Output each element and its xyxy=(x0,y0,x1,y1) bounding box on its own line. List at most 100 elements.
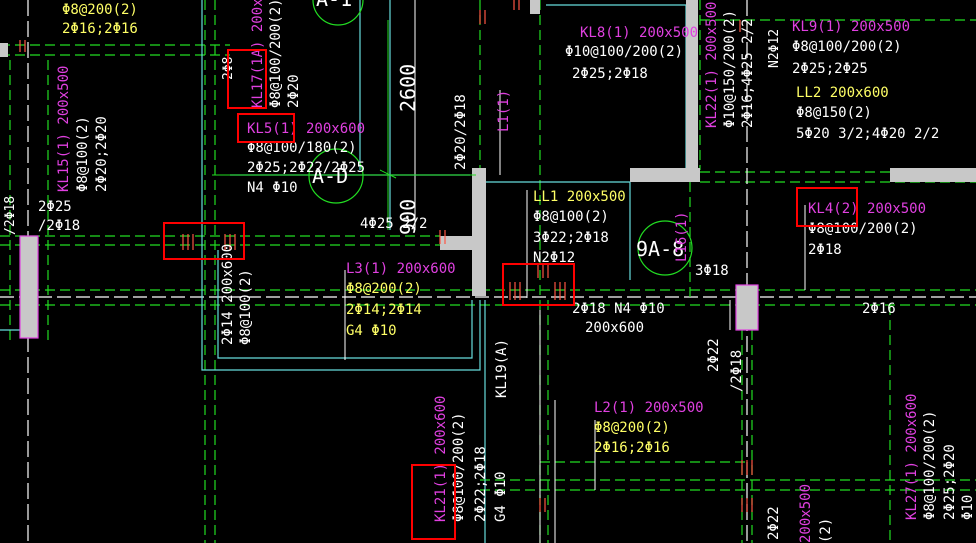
label-l16-vert: L16(1) xyxy=(674,211,690,262)
label-kl21-rebar: 2Φ22;2Φ18 xyxy=(473,446,489,522)
label-kl15-stirrup: Φ8@100(2) xyxy=(75,116,91,192)
highlight-boxes xyxy=(163,49,858,540)
highlight-box-rebar-left xyxy=(163,222,245,260)
axis-bubble-ad xyxy=(308,148,364,204)
label-kl9-stirrup: Φ8@100/200(2) xyxy=(792,39,902,55)
label-kl21-waist: G4 Φ10 xyxy=(493,471,509,522)
label-left-2phi25: 2Φ25 xyxy=(38,199,72,215)
label-kl15-title: KL15(1) 200x500 xyxy=(56,66,72,192)
label-kl5-waist: N4 Φ10 xyxy=(247,180,298,196)
label-l1-title: L1(1) xyxy=(496,90,512,132)
wall xyxy=(530,0,540,14)
label-vert-2phi18-a: /2Φ18 xyxy=(729,350,745,392)
axis-label-9a8: 9A-8 xyxy=(636,237,684,261)
label-vert-200x500: 200x500 xyxy=(798,484,814,543)
label-top-left-2: 2Φ16;2Φ16 xyxy=(62,21,138,37)
label-kl22-title: KL22(1) 200x500 xyxy=(704,2,720,128)
label-kl27-title: KL27(1) 200x600 xyxy=(904,394,920,520)
wall xyxy=(890,168,976,182)
column-outline xyxy=(19,235,39,339)
highlight-box-rebar-mid xyxy=(502,263,575,306)
label-l3-rebar: 2Φ14;2Φ14 xyxy=(346,302,422,318)
slab-edge xyxy=(201,0,481,371)
label-l3-title: L3(1) 200x600 xyxy=(346,261,456,277)
label-left-2phi18: /2Φ18 xyxy=(38,218,80,234)
column xyxy=(20,236,38,338)
label-kl5-stirrup: Φ8@100/180(2) xyxy=(247,140,357,156)
dim-900: 900 xyxy=(396,199,420,235)
label-ll1-rebar: 3Φ22;2Φ18 xyxy=(533,230,609,246)
label-kl4-title: KL4(2) 200x500 xyxy=(808,201,926,217)
highlight-box-kl21 xyxy=(411,464,456,540)
dimension-2600 xyxy=(379,20,397,230)
label-top-left-1: Φ8@200(2) xyxy=(62,2,138,18)
label-3phi18: 3Φ18 xyxy=(695,263,729,279)
column xyxy=(440,236,476,250)
label-2phi20-vert: 2Φ20/2Φ18 xyxy=(453,94,469,170)
highlight-box-kl17 xyxy=(227,49,267,109)
label-2phi16: 2Φ16 xyxy=(862,301,896,317)
column-outline xyxy=(735,284,759,331)
label-left-vert-stirrup: Φ8@100(2) xyxy=(238,269,254,345)
label-kl22-rebar: 2Φ16;4Φ25 2/2 xyxy=(740,18,756,128)
label-kl15-rebar: 2Φ20;2Φ20 xyxy=(94,116,110,192)
rebar-ticks xyxy=(19,0,753,512)
label-kl9-rebar: 2Φ25;2Φ25 xyxy=(792,61,868,77)
label-kl8-rebar: 2Φ25;2Φ18 xyxy=(572,66,648,82)
label-l2-title: L2(1) 200x500 xyxy=(594,400,704,416)
dim-2600: 2600 xyxy=(396,64,420,112)
label-ll2-stirrup: Φ8@150(2) xyxy=(796,105,872,121)
label-4phi25: 4Φ25 2/2 xyxy=(360,216,427,232)
label-kl17-stirrup: Φ8@100/200(2) xyxy=(268,0,284,108)
label-kl5-rebar: 2Φ25;2Φ22/2Φ25 xyxy=(247,160,365,176)
label-vert-2phi22-a: 2Φ22 xyxy=(706,338,722,372)
label-kl17-rebar: 2Φ20 xyxy=(286,74,302,108)
label-kl8-stirrup: Φ10@100/200(2) xyxy=(565,44,683,60)
label-kl19-vert: KL19(A) xyxy=(494,339,510,398)
wall xyxy=(630,168,700,182)
label-ll2-title: LL2 200x600 xyxy=(796,85,889,101)
axis-circles xyxy=(308,0,693,276)
label-left-vert-2phi18: /2Φ18 xyxy=(3,196,18,235)
leader-lines xyxy=(344,90,806,490)
label-kl27-rebar: 2Φ25;2Φ20 xyxy=(942,444,958,520)
label-kl8-title: KL8(1) 200x500 xyxy=(580,25,698,41)
label-kl9-title: KL9(1) 200x500 xyxy=(792,19,910,35)
axis-label-a1: A-1 xyxy=(316,0,352,11)
label-ll2-rebar: 5Φ20 3/2;4Φ20 2/2 xyxy=(796,126,939,142)
column xyxy=(472,168,486,296)
label-2phi18-n4: 2Φ18 N4 Φ10 xyxy=(572,301,665,317)
column xyxy=(736,285,758,330)
label-ll1-waist: N2Φ12 xyxy=(533,250,575,266)
highlight-box-kl5 xyxy=(237,113,295,143)
columns xyxy=(0,0,976,338)
label-200x600: 200x600 xyxy=(585,320,644,336)
label-ll1-title: LL1 200x500 xyxy=(533,189,626,205)
column-outlines xyxy=(19,235,759,339)
label-kl5-title: KL5(1) 200x600 xyxy=(247,121,365,137)
label-left-vert-200x600: 2Φ14 200x600 xyxy=(220,244,236,345)
label-kl17-title: KL17(1A) 200x50 xyxy=(250,0,266,108)
label-kl21-title: KL21(1) 200x600 xyxy=(433,396,449,522)
axis-label-ad: A-D xyxy=(312,164,348,188)
label-kl9-side: N2Φ12 xyxy=(767,29,782,68)
label-kl4-rebar: 2Φ18 xyxy=(808,242,842,258)
axis-bubble-9a8 xyxy=(637,220,693,276)
highlight-box-kl4 xyxy=(796,187,858,227)
label-vert-2phi22-b: 2Φ22 xyxy=(766,506,782,540)
label-l2-rebar: 2Φ16;2Φ16 xyxy=(594,440,670,456)
label-kl22-stirrup: Φ10@150/200(2) xyxy=(722,10,738,128)
wall xyxy=(0,43,8,57)
label-l3-waist: G4 Φ10 xyxy=(346,323,397,339)
label-kl27-waist: Φ10 xyxy=(960,495,976,520)
label-l2-stirrup: Φ8@200(2) xyxy=(594,420,670,436)
wall xyxy=(686,0,698,182)
label-ll1-stirrup: Φ8@100(2) xyxy=(533,209,609,225)
label-kl27-stirrup: Φ8@100/200(2) xyxy=(922,410,938,520)
label-kl4-stirrup: Φ8@100/200(2) xyxy=(808,221,918,237)
label-vert-2: (2) xyxy=(818,518,834,543)
axis-bubble-a1 xyxy=(312,0,364,26)
